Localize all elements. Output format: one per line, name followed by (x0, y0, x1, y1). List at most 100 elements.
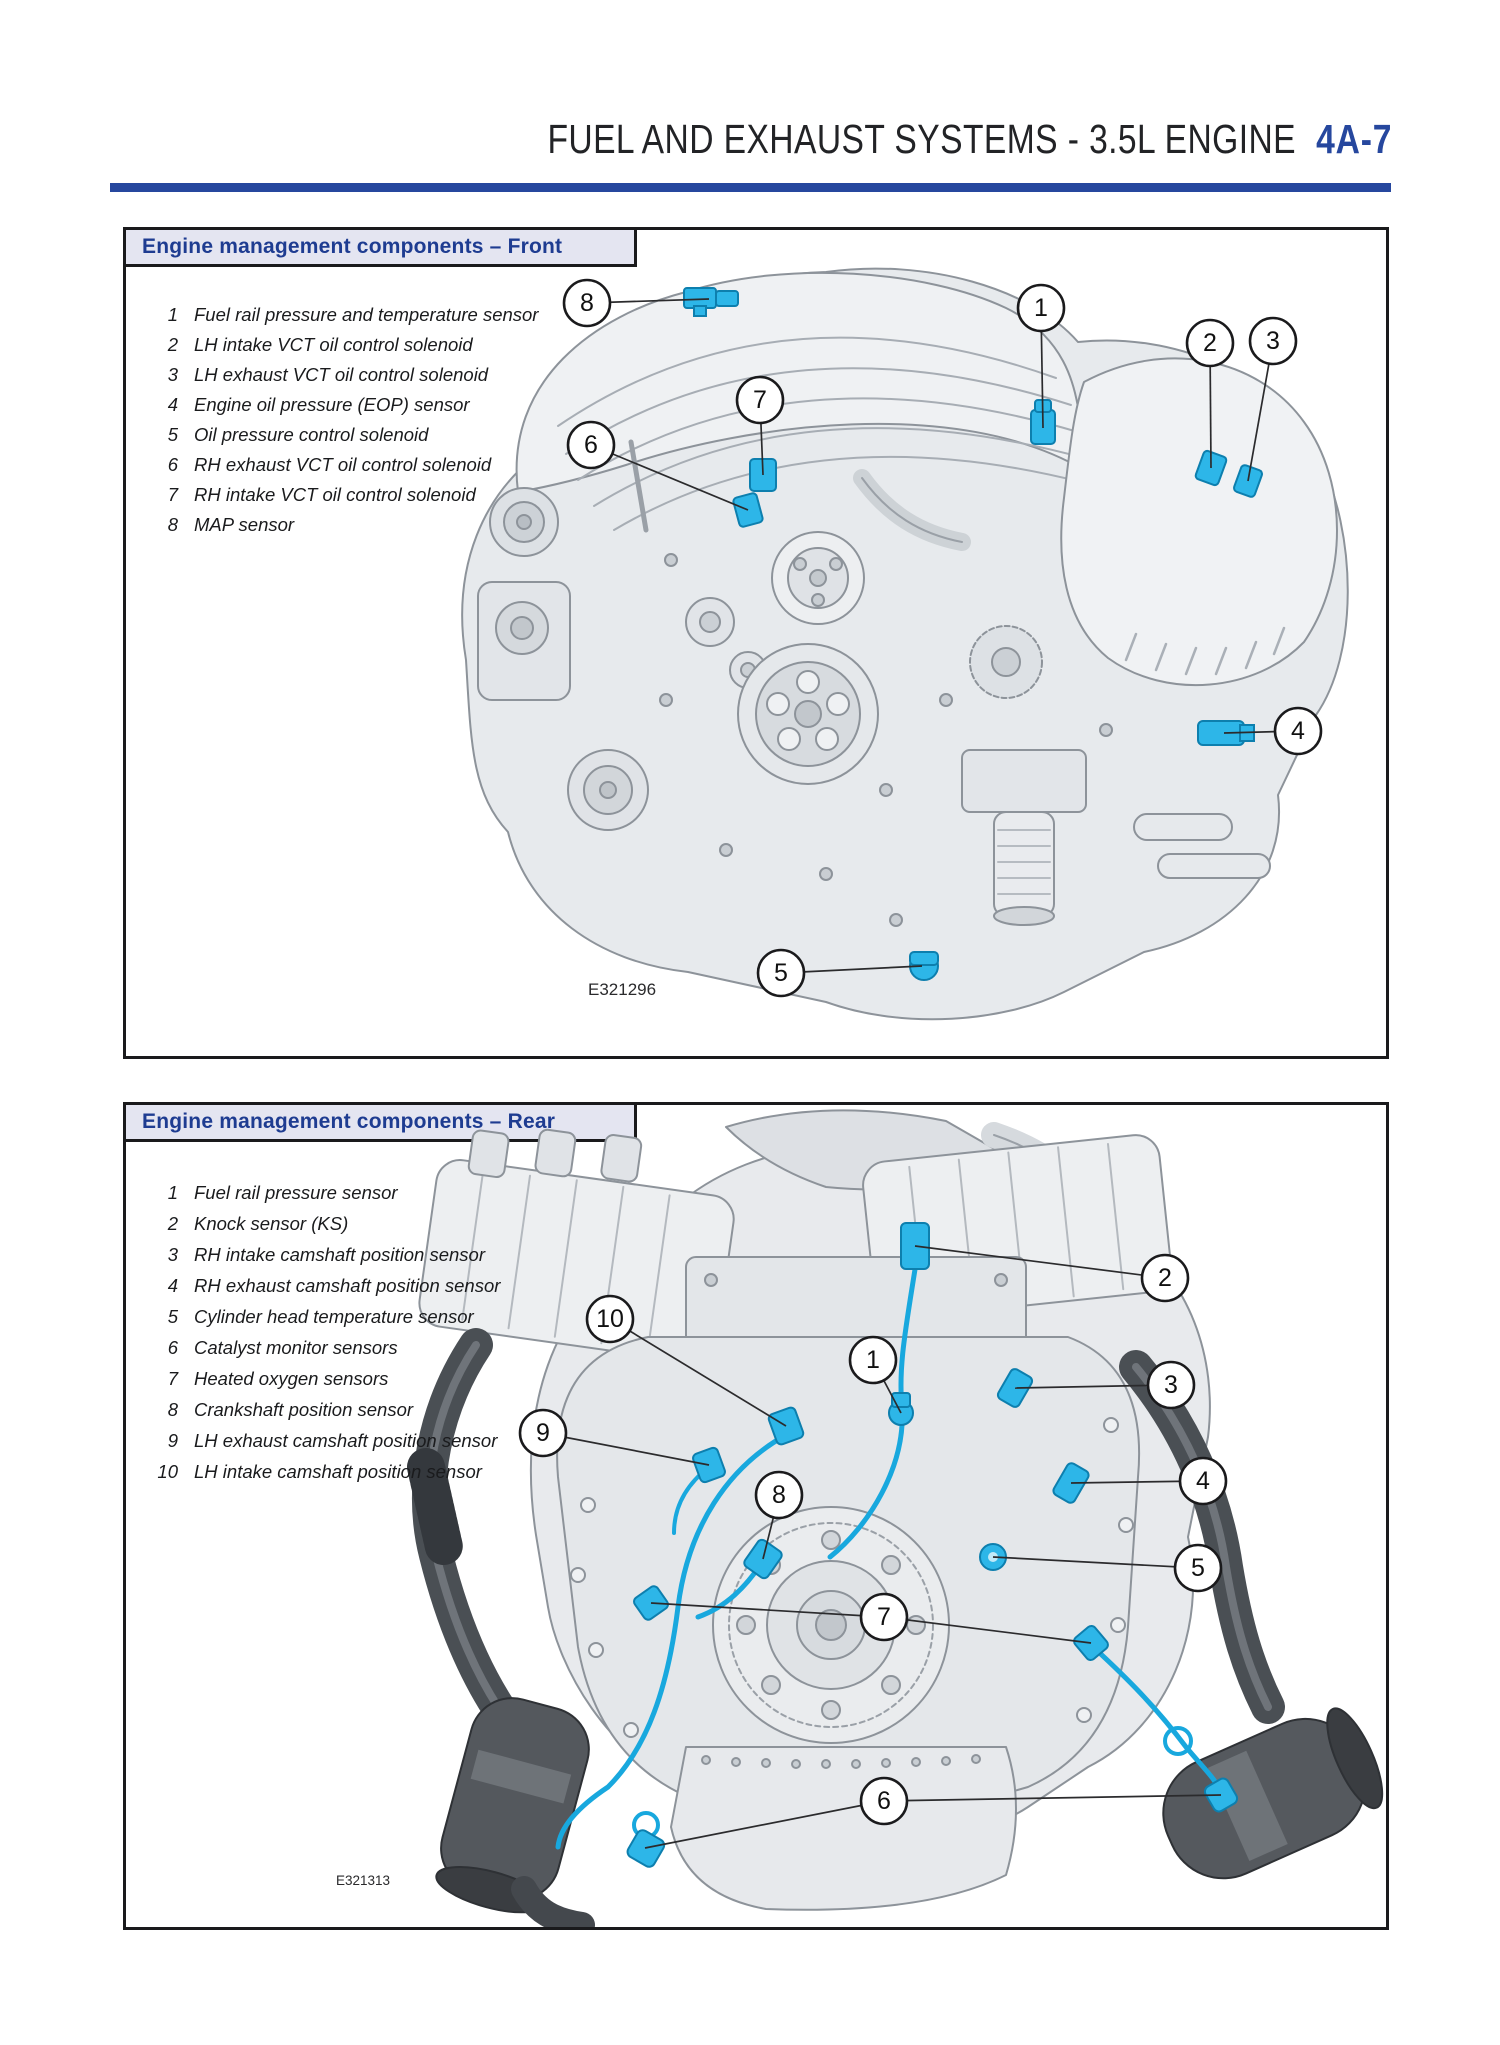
callout-leader-line (644, 1800, 885, 1849)
legend-number: 2 (167, 334, 178, 355)
callout-3: 3 (1146, 1360, 1196, 1410)
legend-label: Fuel rail pressure and temperature senso… (194, 304, 539, 325)
legend-label: Heated oxygen sensors (194, 1368, 389, 1389)
callout-leader-line (609, 1318, 787, 1427)
callout-4: 4 (1273, 706, 1323, 756)
legend-number: 2 (167, 1213, 178, 1234)
callout-leader-line (992, 1556, 1199, 1569)
svg-text:1: 1 (1034, 294, 1048, 322)
legend-number: 1 (167, 304, 178, 325)
callout-6: 6 (859, 1776, 909, 1826)
callout-leader-line (883, 1616, 1092, 1644)
callout-1: 1 (1016, 283, 1066, 333)
svg-text:7: 7 (877, 1603, 891, 1631)
panel-rear-title: Engine management components – Rear (142, 1110, 556, 1133)
legend-number: 6 (167, 1337, 178, 1358)
legend-label: RH exhaust camshaft position sensor (194, 1275, 501, 1296)
callout-layer: 8 1 2 3 7 6 4 5 (562, 278, 1323, 998)
svg-text:1: 1 (866, 1346, 880, 1374)
callout-leader-line (650, 1602, 885, 1618)
callout-7: 7 (735, 375, 785, 425)
panel-rear: Engine management components – Rear 1 Fue… (123, 1102, 1389, 1930)
legend-item: 5 Cylinder head temperature sensor (142, 1301, 500, 1332)
callout-2: 2 (1140, 1253, 1190, 1303)
legend-number: 1 (167, 1182, 178, 1203)
header-rule (110, 183, 1391, 192)
legend-number: 3 (167, 364, 178, 385)
svg-text:3: 3 (1164, 1371, 1178, 1399)
callout-leader-line (914, 1245, 1166, 1279)
legend-number: 7 (167, 484, 178, 505)
legend-number: 5 (167, 1306, 178, 1327)
svg-text:9: 9 (536, 1419, 550, 1447)
legend-item: 5 Oil pressure control solenoid (142, 420, 538, 450)
callout-8: 8 (754, 1470, 804, 1520)
svg-text:4: 4 (1291, 717, 1305, 745)
figure-code: E321313 (336, 1873, 391, 1888)
legend-number: 5 (167, 424, 178, 445)
legend: 1 Fuel rail pressure sensor 2 Knock sensor … (142, 1177, 500, 1487)
callout-leader-line (1014, 1384, 1172, 1389)
legend-label: Oil pressure control solenoid (194, 424, 429, 445)
svg-text:8: 8 (772, 1481, 786, 1509)
svg-text:5: 5 (1191, 1554, 1205, 1582)
callout-10: 10 (585, 1294, 635, 1344)
svg-text:6: 6 (877, 1787, 891, 1815)
callout-5: 5 (756, 948, 806, 998)
callout-layer: 10 1 2 3 4 5 9 8 7 6 (518, 1245, 1228, 1849)
legend-item: 3 LH exhaust VCT oil control solenoid (142, 360, 538, 390)
engine-illustration-rear (407, 1109, 1384, 1927)
callout-3: 3 (1248, 316, 1298, 366)
legend: 1 Fuel rail pressure and temperature sens… (142, 300, 539, 540)
legend-item: 4 Engine oil pressure (EOP) sensor (142, 390, 538, 420)
legend-item: 1 Fuel rail pressure and temperature sens… (142, 300, 539, 330)
svg-text:2: 2 (1203, 329, 1217, 357)
figure-code: E321296 (588, 980, 657, 999)
legend-label: Cylinder head temperature sensor (194, 1306, 474, 1327)
legend-number: 4 (167, 394, 178, 415)
legend-label: LH exhaust VCT oil control solenoid (194, 364, 489, 385)
callout-6: 6 (566, 420, 616, 470)
legend-label: Crankshaft position sensor (194, 1399, 414, 1420)
panel-front-title: Engine management components – Front (142, 235, 563, 258)
callout-7: 7 (859, 1592, 909, 1642)
callout-8: 8 (562, 278, 612, 328)
legend-label: RH intake camshaft position sensor (194, 1244, 485, 1265)
svg-text:6: 6 (584, 431, 598, 459)
legend-label: Catalyst monitor sensors (194, 1337, 398, 1358)
legend-label: Fuel rail pressure sensor (194, 1182, 398, 1203)
legend-number: 9 (167, 1430, 178, 1451)
page-number: 4A-7 (1315, 116, 1392, 162)
legend-item: 8 Crankshaft position sensor (142, 1394, 500, 1425)
legend-label: Engine oil pressure (EOP) sensor (194, 394, 470, 415)
map-sensor (683, 287, 739, 317)
panel-front: Engine management components – Front 1 Fu… (123, 227, 1389, 1059)
legend-item: 7 Heated oxygen sensors (142, 1363, 500, 1394)
legend-number: 8 (167, 1399, 178, 1420)
callout-leader-line (883, 1794, 1222, 1802)
callout-9: 9 (518, 1408, 568, 1458)
callout-leader-line (542, 1432, 710, 1466)
legend-label: LH intake camshaft position sensor (194, 1461, 482, 1482)
legend-number: 6 (167, 454, 178, 475)
callout-4: 4 (1178, 1456, 1228, 1506)
legend-number: 7 (167, 1368, 178, 1389)
oil-pressure-solenoid (909, 951, 939, 981)
legend-item: 6 Catalyst monitor sensors (142, 1332, 500, 1363)
svg-text:10: 10 (596, 1305, 624, 1333)
svg-text:2: 2 (1158, 1264, 1172, 1292)
legend-label: Knock sensor (KS) (194, 1213, 349, 1234)
legend-item: 1 Fuel rail pressure sensor (142, 1177, 500, 1208)
legend-item: 2 Knock sensor (KS) (142, 1208, 500, 1239)
legend-number: 10 (157, 1461, 178, 1482)
page-title: FUEL AND EXHAUST SYSTEMS - 3.5L ENGINE (547, 116, 1296, 162)
svg-text:4: 4 (1196, 1467, 1210, 1495)
callout-leader-line (590, 444, 749, 511)
